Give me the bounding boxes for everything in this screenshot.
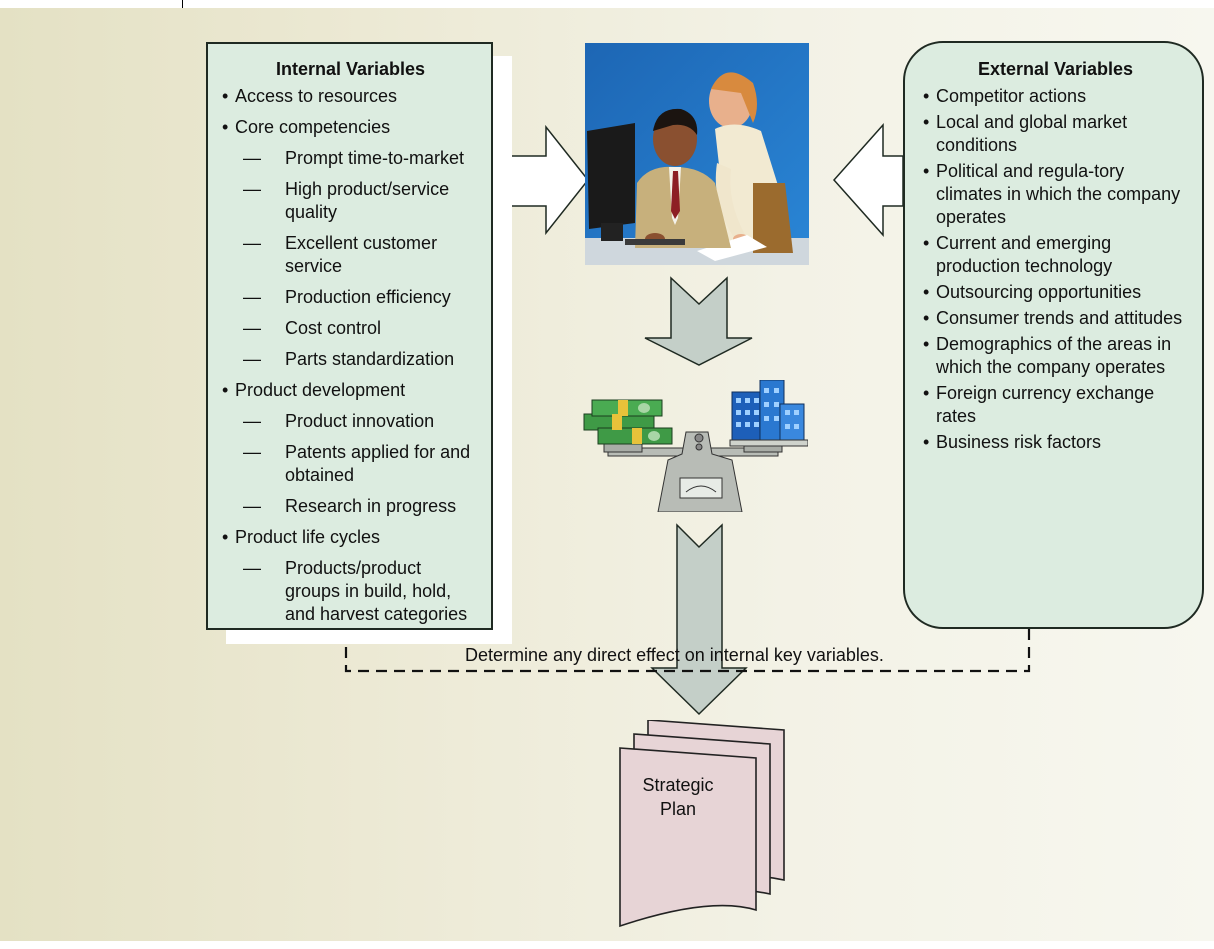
bullet-icon: • bbox=[923, 432, 930, 452]
internal-item: •Product development—Product innovation—… bbox=[220, 379, 481, 518]
office-workers-at-computer-icon bbox=[585, 43, 809, 265]
external-item: • Business risk factors bbox=[921, 431, 1190, 454]
external-item-label: Consumer trends and attitudes bbox=[936, 308, 1183, 328]
internal-subitem-label: Excellent customer service bbox=[285, 233, 438, 276]
external-item-label: Foreign currency exchange rates bbox=[936, 383, 1155, 426]
internal-subitem: — Patents applied for and obtained bbox=[235, 441, 481, 487]
internal-item-label: Product life cycles bbox=[235, 527, 381, 547]
external-item: • Demographics of the areas in which the … bbox=[921, 333, 1190, 379]
internal-subitem: — Cost control bbox=[235, 317, 481, 340]
internal-item-label: Product development bbox=[235, 380, 406, 400]
internal-subitem-label: Research in progress bbox=[285, 496, 457, 516]
external-variables-panel: External Variables • Competitor actions • L… bbox=[903, 41, 1204, 629]
external-item: • Political and regula-tory climates in w… bbox=[921, 160, 1190, 229]
bullet-icon: • bbox=[923, 383, 930, 403]
internal-subitem: — Product innovation bbox=[235, 410, 481, 433]
bullet-icon: • bbox=[923, 334, 930, 354]
internal-item-label: Core competencies bbox=[235, 117, 391, 137]
bullet-icon: • bbox=[222, 117, 229, 137]
internal-subitem-label: High product/service quality bbox=[285, 179, 450, 222]
dash-icon: — bbox=[243, 287, 261, 307]
internal-subitem-label: Patents applied for and obtained bbox=[285, 442, 471, 485]
internal-item-label: Access to resources bbox=[235, 86, 398, 106]
dash-icon: — bbox=[243, 496, 261, 516]
dash-icon: — bbox=[243, 558, 261, 578]
feedback-dashed-line bbox=[344, 629, 1031, 673]
external-panel-title: External Variables bbox=[977, 59, 1134, 79]
external-item-label: Political and regula-tory climates in wh… bbox=[936, 161, 1181, 227]
bullet-icon: • bbox=[923, 86, 930, 106]
dash-icon: — bbox=[243, 349, 261, 369]
internal-subitem-label: Cost control bbox=[285, 318, 382, 338]
dash-icon: — bbox=[243, 148, 261, 168]
dash-icon: — bbox=[243, 442, 261, 462]
internal-variables-panel: Internal Variables •Access to resources•… bbox=[206, 42, 493, 630]
external-item-label: Competitor actions bbox=[936, 86, 1087, 106]
internal-subitem: — Parts standardization bbox=[235, 348, 481, 371]
bullet-icon: • bbox=[923, 233, 930, 253]
external-item-label: Demographics of the areas in which the c… bbox=[936, 334, 1172, 377]
internal-panel-title: Internal Variables bbox=[275, 59, 426, 79]
bullet-icon: • bbox=[923, 112, 930, 132]
internal-subitem: — Products/product groups in build, hold,… bbox=[235, 557, 481, 626]
internal-subitem: — Production efficiency bbox=[235, 286, 481, 309]
external-item: • Local and global market conditions bbox=[921, 111, 1190, 157]
external-item: • Outsourcing opportunities bbox=[921, 281, 1190, 304]
internal-subitem-label: Production efficiency bbox=[285, 287, 451, 307]
bullet-icon: • bbox=[222, 380, 229, 400]
dash-icon: — bbox=[243, 411, 261, 431]
bullet-icon: • bbox=[222, 86, 229, 106]
internal-subitem: — Research in progress bbox=[235, 495, 481, 518]
external-item: • Current and emerging production technol… bbox=[921, 232, 1190, 278]
dash-icon: — bbox=[243, 179, 261, 199]
internal-subitem-label: Product innovation bbox=[285, 411, 435, 431]
internal-subitem: — Prompt time-to-market bbox=[235, 147, 481, 170]
arrow-scale-to-plan bbox=[650, 523, 748, 716]
dash-icon: — bbox=[243, 233, 261, 253]
external-item-label: Current and emerging production technolo… bbox=[936, 233, 1113, 276]
internal-item: • Core competencies — Prompt time-to-market… bbox=[220, 116, 481, 371]
internal-variables-list: • Access to resources • Core competencies — P… bbox=[220, 85, 481, 626]
internal-subitem: — Excellent customer service bbox=[235, 232, 481, 278]
external-item: • Competitor actions bbox=[921, 85, 1190, 108]
external-item-label: Outsourcing opportunities bbox=[936, 282, 1142, 302]
dash-icon: — bbox=[243, 318, 261, 338]
internal-item: • Product life cycles — Products/product gr… bbox=[220, 526, 481, 626]
external-item-label: Business risk factors bbox=[936, 432, 1102, 452]
external-item: • Foreign currency exchange rates bbox=[921, 382, 1190, 428]
internal-subitem: — High product/service quality bbox=[235, 178, 481, 224]
external-variables-list: • Competitor actions • Local and global mar… bbox=[921, 85, 1190, 454]
top-divider-tick bbox=[182, 0, 183, 8]
feedback-caption: Determine any direct effect on internal … bbox=[465, 645, 884, 665]
money-vs-buildings-balance-scale-icon bbox=[583, 380, 808, 512]
bullet-icon: • bbox=[923, 161, 930, 181]
external-item-label: Local and global market conditions bbox=[936, 112, 1128, 155]
internal-subitem-label: Products/product groups in build, hold, … bbox=[285, 558, 468, 624]
bullet-icon: • bbox=[222, 527, 229, 547]
internal-item: • Access to resources bbox=[220, 85, 481, 108]
bullet-icon: • bbox=[923, 282, 930, 302]
strategic-plan-label: Strategic Plan bbox=[642, 775, 714, 819]
internal-subitem-label: Prompt time-to-market bbox=[285, 148, 465, 168]
external-item: • Consumer trends and attitudes bbox=[921, 307, 1190, 330]
arrow-external-to-photo bbox=[832, 123, 904, 237]
arrow-photo-to-scale bbox=[644, 276, 753, 366]
document-stack-icon bbox=[619, 720, 785, 928]
internal-subitem-label: Parts standardization bbox=[285, 349, 455, 369]
bullet-icon: • bbox=[923, 308, 930, 328]
